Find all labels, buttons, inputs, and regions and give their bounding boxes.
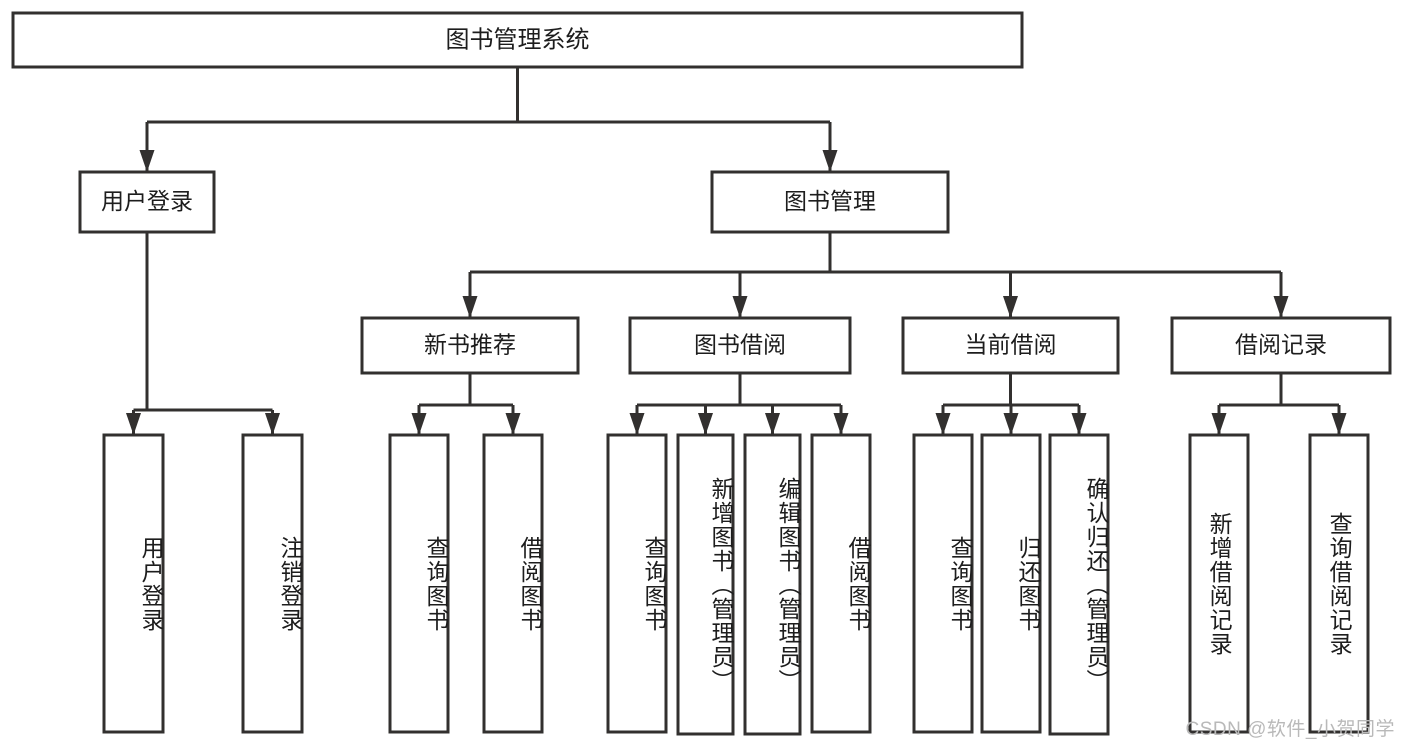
arrow-head-borrow [732,296,748,318]
arrow-head-l-bor-1 [629,413,645,435]
arrow-head-l-rec-2 [1331,413,1347,435]
node-box-l-cur-2[interactable] [980,433,1042,734]
arrow-head-l-rec-1 [1211,413,1227,435]
arrow-head-l-login-2 [265,413,280,435]
connector-layer [126,67,1347,435]
node-box-l-cur-1[interactable] [912,433,974,734]
arrow-head-l-new-1 [411,413,427,435]
node-label-root: 图书管理系统 [446,26,590,53]
node-box-l-login-1[interactable] [102,433,165,734]
node-box-l-new-1[interactable] [388,433,450,734]
node-box-records[interactable] [1170,316,1392,375]
node-box-l-rec-2[interactable] [1308,433,1370,734]
arrow-head-l-login-1 [126,413,141,435]
node-box-l-bor-2[interactable] [676,433,735,736]
node-label-current: 当前借阅 [965,332,1057,358]
node-box-l-new-2[interactable] [482,433,544,734]
node-box-l-rec-1[interactable] [1188,433,1250,734]
node-box-bookmgmt[interactable] [710,170,950,234]
node-label-newbook: 新书推荐 [424,332,516,358]
node-label-login: 用户登录 [101,188,193,214]
node-box-l-bor-1[interactable] [606,433,668,734]
arrow-head-l-cur-3 [1071,413,1087,435]
arrow-head-bookmgmt [822,150,838,172]
arrow-head-l-bor-3 [765,413,780,435]
arrow-head-records [1273,296,1289,318]
arrow-head-l-new-2 [505,413,521,435]
node-box-root[interactable] [11,11,1024,69]
node-label-bookmgmt: 图书管理 [784,188,876,214]
arrow-head-login [139,150,155,172]
node-box-l-bor-3[interactable] [743,433,802,736]
node-box-login[interactable] [78,170,216,234]
node-box-borrow[interactable] [628,316,852,375]
node-label-records: 借阅记录 [1235,332,1327,358]
node-box-l-bor-4[interactable] [810,433,872,734]
arrow-head-current [1003,296,1018,318]
arrow-head-l-bor-4 [833,413,849,435]
arrow-head-l-bor-2 [698,413,713,435]
node-box-l-cur-3[interactable] [1048,433,1110,736]
node-box-current[interactable] [901,316,1120,375]
arrow-head-l-cur-2 [1003,413,1019,435]
node-box-newbook[interactable] [360,316,580,375]
arrow-head-newbook [462,296,478,318]
node-box-l-login-2[interactable] [241,433,304,734]
arrow-head-l-cur-1 [935,413,951,435]
node-label-borrow: 图书借阅 [694,332,786,358]
